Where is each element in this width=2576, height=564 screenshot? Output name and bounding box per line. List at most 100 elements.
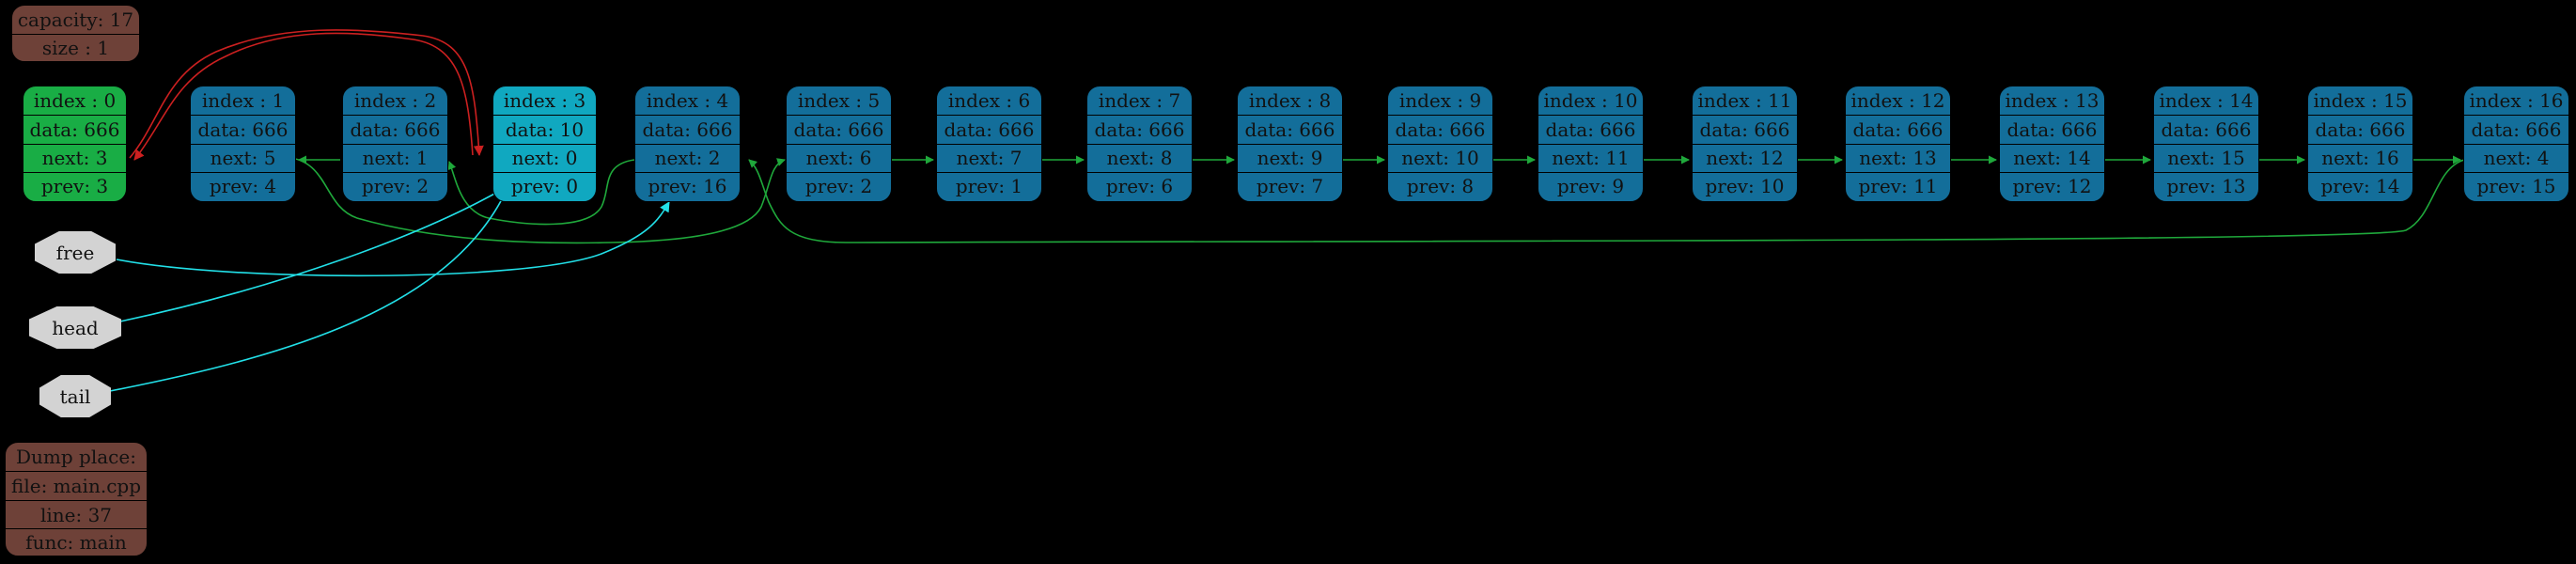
node-index-field: index : 11 [1697, 89, 1792, 113]
tail-label: tail [59, 384, 91, 408]
node-index-field: index : 10 [1543, 89, 1638, 113]
node-index-field: index : 2 [353, 89, 437, 113]
dump-file: file: main.cpp [6, 471, 147, 500]
node-prev-field: prev: 8 [1388, 171, 1492, 200]
node-prev-field: prev: 2 [343, 171, 447, 200]
node-data-field: data: 666 [23, 115, 126, 143]
node-prev-field: prev: 12 [2000, 171, 2104, 200]
node-next-field: next: 0 [493, 143, 596, 172]
node-prev-field: prev: 6 [1087, 171, 1192, 200]
node-index-field: index : 4 [646, 89, 729, 113]
node-prev-field: prev: 9 [1538, 171, 1643, 200]
free-pointer: free [35, 231, 116, 274]
node-index-field: index : 15 [2313, 89, 2408, 113]
edge-1-to-5 [290, 157, 786, 244]
node-next-field: next: 14 [2000, 143, 2104, 172]
node-data-field: data: 666 [1087, 115, 1192, 143]
node-prev-field: prev: 4 [191, 171, 295, 200]
node-data-field: data: 666 [343, 115, 447, 143]
node-index-field: index : 16 [2469, 89, 2564, 113]
node-data-field: data: 666 [191, 115, 295, 143]
edge-16-to-4 [748, 159, 2465, 243]
node-index-field: index : 1 [201, 89, 285, 113]
edge-head-to-3 [119, 187, 506, 322]
node-next-field: next: 3 [23, 143, 126, 172]
node-index-field: index : 13 [2005, 89, 2100, 113]
dump-place-box: Dump place: file: main.cpp line: 37 func… [5, 442, 148, 556]
node-index-field: index : 8 [1248, 89, 1332, 113]
edge-tail-to-3 [109, 187, 508, 392]
node-data-field: data: 666 [2464, 115, 2568, 143]
node-data-field: data: 666 [2308, 115, 2412, 143]
list-info-box: capacity: 17 size : 1 [11, 5, 140, 62]
head-label: head [52, 316, 99, 339]
node-prev-field: prev: 1 [937, 171, 1041, 200]
node-prev-field: prev: 2 [787, 171, 891, 200]
node-index-field: index : 9 [1398, 89, 1482, 113]
node-next-field: next: 2 [635, 143, 740, 172]
node-index-field: index : 5 [797, 89, 881, 113]
node-prev-field: prev: 16 [635, 171, 740, 200]
node-data-field: data: 666 [635, 115, 740, 143]
node-next-field: next: 9 [1238, 143, 1342, 172]
node-prev-field: prev: 0 [493, 171, 596, 200]
node-prev-field: prev: 15 [2464, 171, 2568, 200]
node-data-field: data: 666 [787, 115, 891, 143]
node-data-field: data: 666 [1388, 115, 1492, 143]
free-label: free [55, 241, 95, 264]
size-label: size : 1 [12, 34, 139, 61]
node-next-field: next: 11 [1538, 143, 1643, 172]
node-prev-field: prev: 11 [1846, 171, 1950, 200]
node-data-field: data: 10 [493, 115, 596, 143]
dump-func: func: main [6, 528, 147, 556]
edge-3-to-0 [133, 32, 474, 161]
node-next-field: next: 1 [343, 143, 447, 172]
node-next-field: next: 16 [2308, 143, 2412, 172]
node-next-field: next: 4 [2464, 143, 2568, 172]
node-prev-field: prev: 13 [2154, 171, 2258, 200]
capacity-label: capacity: 17 [17, 8, 134, 31]
node-next-field: next: 8 [1087, 143, 1192, 172]
node-data-field: data: 666 [2154, 115, 2258, 143]
node-next-field: next: 7 [937, 143, 1041, 172]
tail-pointer: tail [39, 375, 111, 417]
node-data-field: data: 666 [1538, 115, 1643, 143]
node-next-field: next: 12 [1693, 143, 1797, 172]
node-next-field: next: 5 [191, 143, 295, 172]
node-next-field: next: 15 [2154, 143, 2258, 172]
node-next-field: next: 10 [1388, 143, 1492, 172]
edge-0-to-3 [129, 29, 484, 159]
node-next-field: next: 6 [787, 143, 891, 172]
node-index-field: index : 0 [33, 89, 117, 113]
node-index-field: index : 14 [2159, 89, 2254, 113]
head-pointer: head [29, 306, 121, 349]
node-data-field: data: 666 [1693, 115, 1797, 143]
node-data-field: data: 666 [2000, 115, 2104, 143]
node-index-field: index : 12 [1850, 89, 1945, 113]
edge-4-to-2 [447, 159, 635, 226]
dump-title: Dump place: [16, 446, 136, 468]
node-prev-field: prev: 7 [1238, 171, 1342, 200]
node-data-field: data: 666 [1238, 115, 1342, 143]
node-index-field: index : 6 [947, 89, 1031, 113]
dump-line: line: 37 [6, 500, 147, 528]
node-prev-field: prev: 14 [2308, 171, 2412, 200]
